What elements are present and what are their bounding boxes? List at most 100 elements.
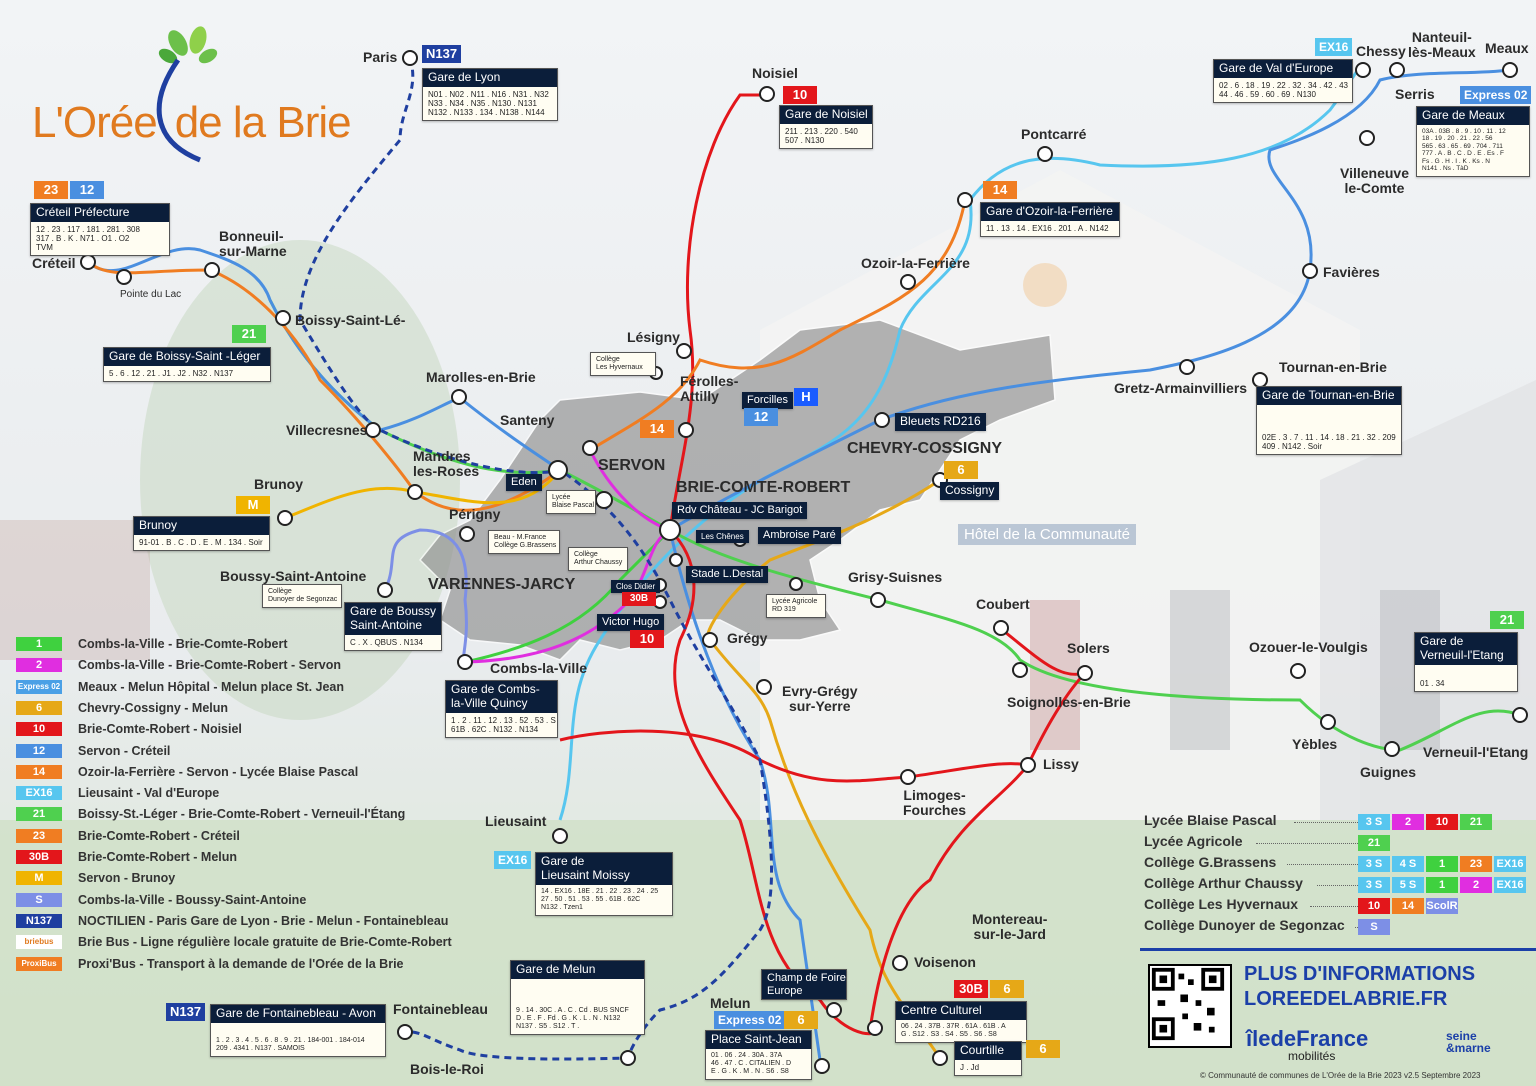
route-s [383, 528, 468, 664]
stop-tag-ambroise: Ambroise Paré [758, 527, 841, 544]
station-fontainebleau[interactable]: Gare de Fontainebleau - Avon 1 . 2 . 3 .… [210, 1004, 386, 1057]
station-lycee-bp[interactable]: Lycée Blaise Pascal [546, 490, 596, 515]
station-noisiel[interactable]: Gare de Noisiel 211 . 213 . 220 . 540 50… [779, 105, 873, 150]
legend-label: Servon - Brunoy [78, 871, 176, 886]
school-line-badge: 4 S [1392, 856, 1424, 872]
town-meaux: Meaux [1485, 40, 1529, 56]
legend-swatch: 12 [16, 743, 62, 758]
school-name: Collège Les Hyvernaux [1144, 896, 1299, 912]
school-leader [1294, 822, 1358, 823]
school-line-badge: 1 [1426, 856, 1458, 872]
stop-lesigny [676, 343, 692, 359]
town-brunoy: Brunoy [254, 476, 303, 492]
territory-area [418, 319, 1056, 661]
legend-label: Brie-Comte-Robert - Créteil [78, 828, 240, 843]
legend-swatch: M [16, 871, 62, 886]
station-boissy[interactable]: Gare de Boissy-Saint -Léger 5 . 6 . 12 .… [103, 347, 271, 382]
badge-14-servon: 14 [640, 420, 674, 438]
website-link[interactable]: LOREEDELABRIE.FR [1244, 988, 1448, 1010]
badge-m: M [236, 496, 270, 514]
station-tournan[interactable]: Gare de Tournan-en-Brie 02E . 3 . 7 . 11… [1256, 386, 1402, 456]
stop-villecresnes [365, 422, 381, 438]
stop-tag-cossigny: Cossigny [940, 482, 1000, 500]
badge-6-melun: 6 [784, 1011, 818, 1029]
stop-stade [669, 553, 683, 567]
town-fontainebleau: Fontainebleau [393, 1001, 488, 1017]
station-lycee-agricole[interactable]: Lycée Agricole RD 319 [766, 594, 826, 619]
legend-label: Chevry-Cossigny - Melun [78, 700, 229, 715]
town-combs: Combs-la-Ville [490, 660, 587, 676]
town-guignes: Guignes [1360, 764, 1417, 780]
leaf-icon [158, 26, 218, 64]
legend-swatch: EX16 [16, 786, 62, 801]
stop-tag-stade: Stade L.Destal [686, 566, 769, 583]
qr-code-icon[interactable] [1148, 964, 1232, 1048]
stop-brunoy [277, 510, 293, 526]
station-gare-de-lyon[interactable]: Gare de Lyon N01 . N02 . N11 . N16 . N31… [422, 68, 558, 122]
station-saint-jean[interactable]: Place Saint-Jean 01 . 06 . 24 . 30A . 37… [705, 1030, 812, 1080]
town-servon: SERVON [598, 457, 666, 474]
seine-marne-logo: seine &marne [1446, 1029, 1491, 1055]
station-combs[interactable]: Gare de Combs- la-Ville Quincy 1 . 2 . 1… [445, 680, 558, 738]
station-ozoir[interactable]: Gare d'Ozoir-la-Ferrière 11 . 13 . 14 . … [980, 202, 1120, 237]
station-champ-de-foire[interactable]: Champ de Foire Europe [761, 969, 847, 1001]
badge-n137-paris: N137 [422, 45, 462, 63]
station-val-europe[interactable]: Gare de Val d'Europe 02 . 6 . 18 . 19 . … [1213, 59, 1353, 104]
stop-guignes [1384, 741, 1400, 757]
town-santeny: Santeny [500, 412, 555, 428]
stop-soignolles [1012, 662, 1028, 678]
station-boussy[interactable]: Gare de Boussy Saint-Antoine C . X . QBU… [344, 602, 442, 651]
station-creteil[interactable]: Créteil Préfecture 12 . 23 . 117 . 181 .… [30, 203, 170, 257]
route-2 [464, 449, 674, 664]
town-voisenon: Voisenon [914, 954, 976, 970]
station-brunoy[interactable]: Brunoy 91-01 . B . C . D . E . M . 134 .… [133, 516, 270, 551]
legend-row: M Servon - Brunoy [16, 868, 175, 888]
town-soignolles: Soignolles-en-Brie [1007, 694, 1131, 710]
station-courtille[interactable]: Courtille J . Jd [954, 1041, 1022, 1076]
logo-swoosh [156, 58, 201, 163]
school-line-badge: S [1358, 919, 1390, 935]
legend-label: Boissy-St.-Léger - Brie-Comte-Robert - V… [78, 807, 406, 822]
station-college-dunoyer[interactable]: Collège Dunoyer de Segonzac [262, 584, 342, 609]
station-beau[interactable]: Beau - M.France Collège G.Brassens [488, 530, 560, 555]
stop-santeny [582, 440, 598, 456]
station-meaux[interactable]: Gare de Meaux 03A . 03B . 8 . 9 . 10 . 1… [1416, 106, 1530, 177]
station-centre-culturel[interactable]: Centre Culturel 06 . 24 . 37B . 37R . 61… [895, 1001, 1027, 1043]
town-limoges: Limoges- Fourches [903, 787, 967, 818]
station-verneuil[interactable]: Gare de Verneuil-l'Etang 01 . 34 [1414, 632, 1518, 692]
station-melun[interactable]: Gare de Melun 9 . 14 . 30C . A . C . Cd … [510, 960, 645, 1035]
stop-combs [457, 654, 473, 670]
station-lieusaint[interactable]: Gare de Lieusaint Moissy 14 . EX16 . 18E… [535, 852, 673, 916]
station-college-hyvernaux[interactable]: Collège Les Hyvernaux [590, 352, 656, 377]
route-14 [589, 199, 967, 452]
legend-label: Combs-la-Ville - Brie-Comte-Robert [78, 637, 288, 651]
badge-n137-fontainebleau: N137 [166, 1003, 206, 1021]
town-bcr: BRIE-COMTE-ROBERT [676, 479, 851, 496]
badge-14: 14 [983, 181, 1017, 199]
badge-12-forcilles: 12 [744, 408, 778, 426]
town-perigny: Périgny [449, 506, 501, 522]
school-line-badge: 21 [1358, 835, 1390, 851]
stop-tag-rdv: Rdv Château - JC Barigot [672, 502, 808, 519]
stop-boissy [275, 310, 291, 326]
school-name: Collège Arthur Chaussy [1144, 875, 1303, 891]
stop-yebles [1320, 714, 1336, 730]
school-line-badge: 3 S [1358, 856, 1390, 872]
legend-swatch: S [16, 892, 62, 907]
stop-boisleroi [620, 1050, 636, 1066]
station-college-ac[interactable]: Collège Arthur Chaussy [568, 547, 628, 572]
stop-meaux [1502, 62, 1518, 78]
badge-6-culturel: 6 [990, 980, 1024, 998]
school-line-badge: 2 [1460, 877, 1492, 893]
badge-6: 6 [944, 461, 978, 479]
badge-10-victor: 10 [630, 630, 664, 648]
